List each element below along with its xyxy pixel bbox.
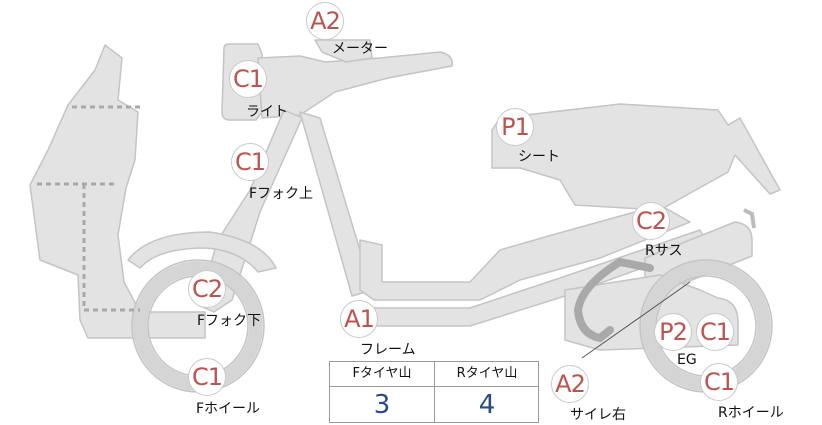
seat-badge[interactable]: P1 xyxy=(496,108,534,146)
muffler-right-label: サイレ右 xyxy=(570,407,626,423)
muffler-pointer-line xyxy=(581,281,691,359)
rear-wheel-badge[interactable]: C1 xyxy=(700,363,738,401)
front-fork xyxy=(197,109,303,313)
seat-body xyxy=(491,103,781,211)
engine-label: EG xyxy=(677,352,697,368)
front-tread-header: Fタイヤ山 xyxy=(352,366,412,381)
rear-suspension-badge[interactable]: C2 xyxy=(632,202,670,240)
engine-badge-c1[interactable]: C1 xyxy=(696,313,734,351)
muffler-right-badge[interactable]: A2 xyxy=(551,365,589,403)
light-badge[interactable]: C1 xyxy=(229,60,267,98)
rear-tread-value[interactable]: 4 xyxy=(478,390,496,420)
front-wheel-badge[interactable]: C1 xyxy=(188,358,226,396)
fork-upper-label: Fフォク上 xyxy=(249,186,314,202)
front-tread-value[interactable]: 3 xyxy=(373,390,391,420)
rear-wheel-label: Rホイール xyxy=(718,405,784,421)
meter-badge[interactable]: A2 xyxy=(306,2,344,40)
meter-label: メーター xyxy=(332,41,388,57)
frame-badge[interactable]: A1 xyxy=(340,300,378,338)
fork-upper-badge[interactable]: C1 xyxy=(231,143,269,181)
front-fender xyxy=(127,231,277,273)
light-label: ライト xyxy=(246,104,288,120)
fork-lower-label: Fフォク下 xyxy=(197,313,262,329)
engine-badge-p2[interactable]: P2 xyxy=(654,313,692,351)
rear-tread-header: Rタイヤ山 xyxy=(456,366,518,381)
leg-shield xyxy=(29,44,206,339)
handlebar-head xyxy=(257,51,453,119)
seat-label: シート xyxy=(518,149,560,165)
exhaust-pipe xyxy=(573,257,654,343)
fork-lower-badge[interactable]: C2 xyxy=(188,270,226,308)
front-wheel-label: Fホイール xyxy=(196,401,261,417)
table-divider-vertical xyxy=(434,362,435,422)
floor-frame xyxy=(359,204,691,301)
frame-label: フレーム xyxy=(360,342,416,358)
meter-housing xyxy=(314,39,373,63)
rear-suspension-label: Rサス xyxy=(645,243,683,259)
tire-tread-table: Fタイヤ山 Rタイヤ山 3 4 xyxy=(329,361,539,423)
